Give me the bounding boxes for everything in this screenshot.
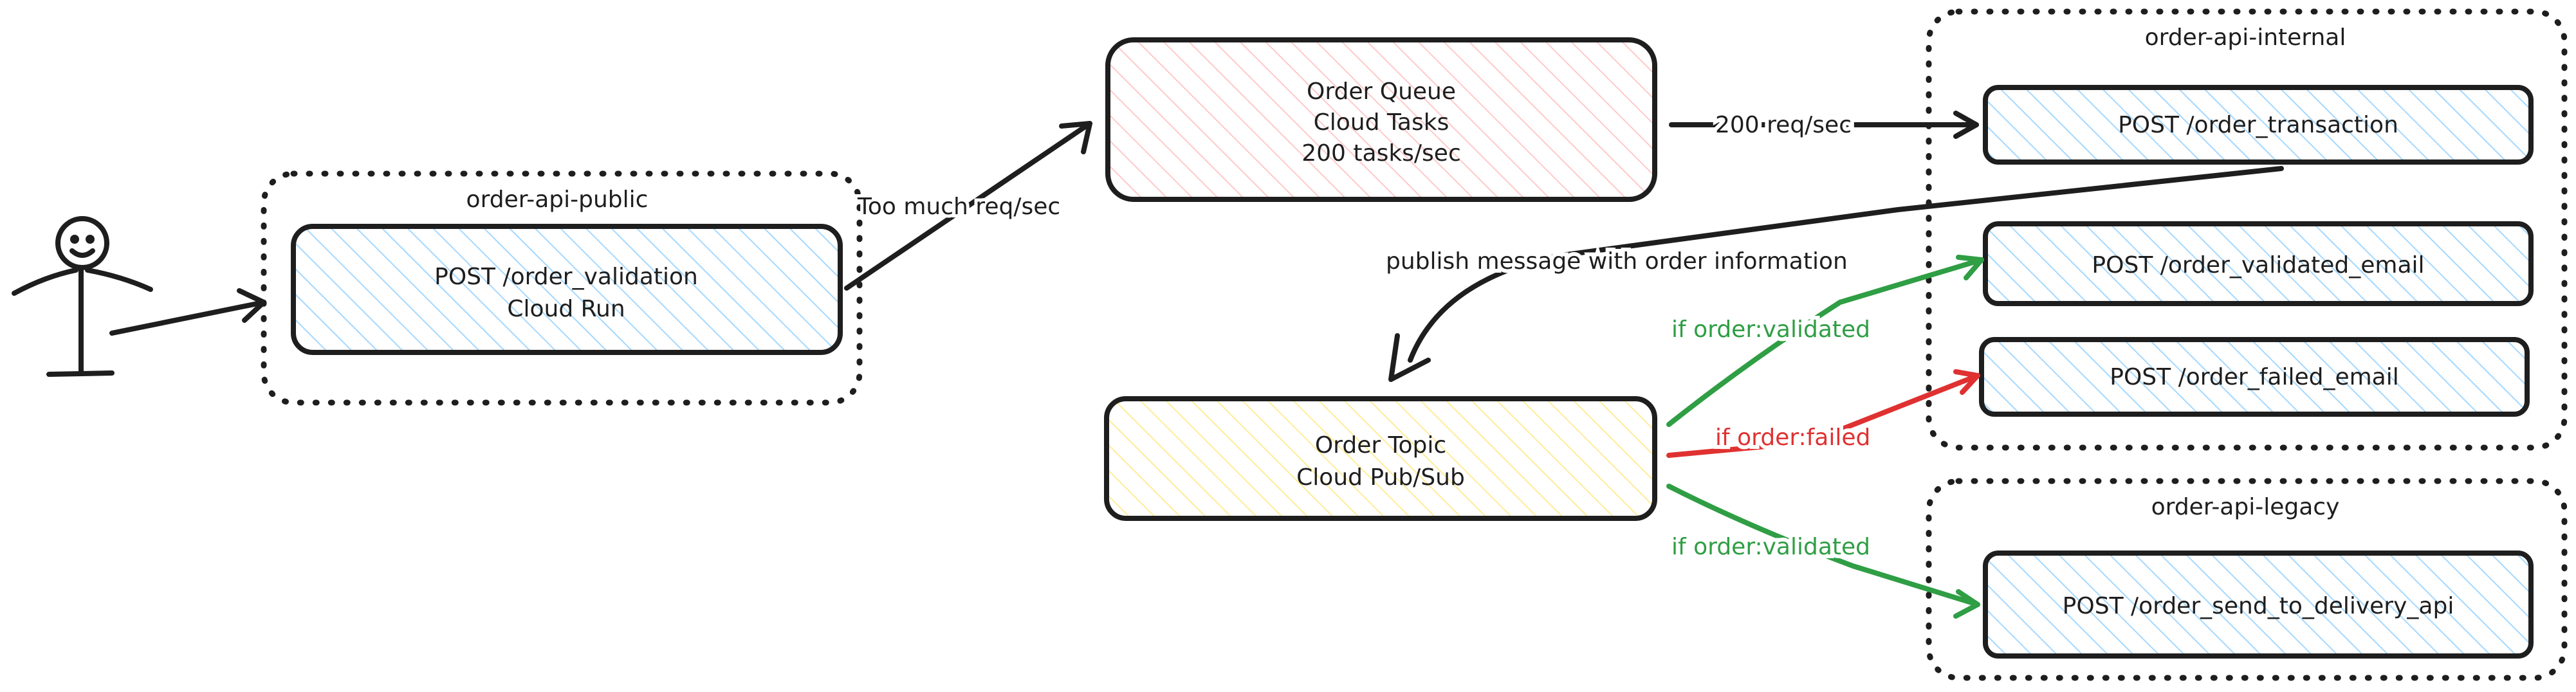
svg-text:Cloud Tasks: Cloud Tasks <box>1314 109 1449 136</box>
svg-text:Cloud Pub/Sub: Cloud Pub/Sub <box>1296 464 1465 491</box>
svg-text:POST /order_transaction: POST /order_transaction <box>2118 112 2398 138</box>
svg-text:POST /order_validation: POST /order_validation <box>434 264 698 290</box>
node-order-send-to-delivery-api: POST /order_send_to_delivery_api <box>1983 551 2534 659</box>
group-label-internal: order-api-internal <box>2145 24 2346 51</box>
group-label-legacy: order-api-legacy <box>2151 494 2340 520</box>
edge-label-too-much: Too much req/sec <box>857 194 1060 220</box>
group-label-public: order-api-public <box>466 187 649 213</box>
group-order-api-internal: order-api-internal <box>1926 8 2568 451</box>
node-order-topic: Order Topic Cloud Pub/Sub <box>1104 396 1657 521</box>
svg-text:Order Topic: Order Topic <box>1315 432 1446 459</box>
edge-label-if-failed: if order:failed <box>1715 424 1870 451</box>
arrow-topic-to-validated-email <box>1666 255 1984 427</box>
stick-figure-user-icon <box>12 216 153 377</box>
svg-text:Cloud Run: Cloud Run <box>507 296 625 322</box>
arrow-transaction-to-topic <box>1388 166 2284 382</box>
edge-label-if-validated-1: if order:validated <box>1671 316 1870 343</box>
arrow-topic-to-failed-email <box>1666 369 1980 458</box>
group-order-api-public: order-api-public <box>261 170 863 406</box>
arrow-topic-to-delivery-api <box>1666 484 1980 619</box>
node-order-failed-email: POST /order_failed_email <box>1979 337 2530 417</box>
arrow-validation-to-queue <box>844 121 1092 291</box>
edge-label-200-req: 200 req/sec <box>1715 112 1852 138</box>
node-order-validated-email: POST /order_validated_email <box>1983 221 2534 306</box>
node-order-queue: Order Queue Cloud Tasks 200 tasks/sec <box>1105 37 1657 202</box>
svg-text:POST /order_failed_email: POST /order_failed_email <box>2110 364 2398 390</box>
arrow-user-to-validation <box>109 288 266 336</box>
svg-text:POST /order_send_to_delivery_a: POST /order_send_to_delivery_api <box>2063 593 2454 619</box>
node-order-transaction: POST /order_transaction <box>1983 85 2534 165</box>
svg-text:POST /order_validated_email: POST /order_validated_email <box>2092 252 2424 278</box>
group-order-api-legacy: order-api-legacy <box>1926 478 2568 681</box>
edge-label-publish: publish message with order information <box>1386 248 1848 275</box>
svg-text:Order Queue: Order Queue <box>1307 78 1456 105</box>
edge-label-if-validated-2: if order:validated <box>1671 534 1870 560</box>
node-order-validation: POST /order_validation Cloud Run <box>291 224 843 355</box>
svg-text:200 tasks/sec: 200 tasks/sec <box>1302 140 1461 167</box>
arrow-queue-to-transaction <box>1669 111 1979 139</box>
